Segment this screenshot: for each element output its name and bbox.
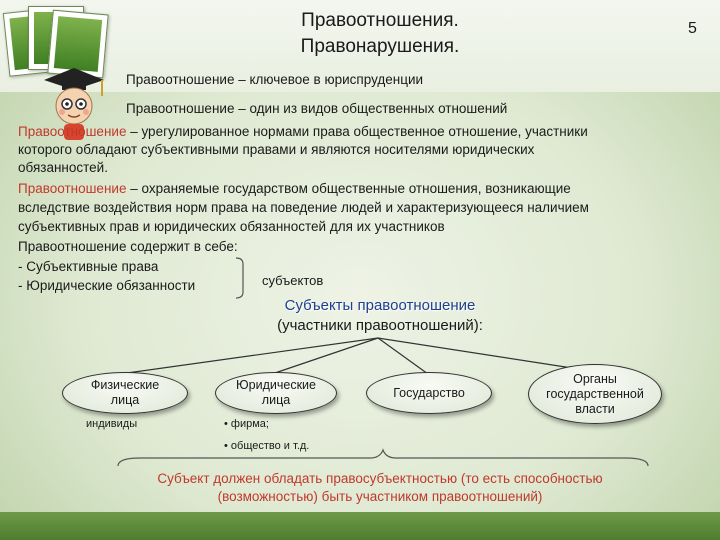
node-authorities-line1: Органы <box>573 371 617 386</box>
text-line-key: Правоотношение – ключевое в юриспруденци… <box>126 72 424 87</box>
definition-2-line2: вследствие воздействия норм права на пов… <box>18 200 589 215</box>
node-physical-line2: лица <box>110 393 140 407</box>
definition-1: Правоотношение – урегулированное нормами… <box>18 124 588 139</box>
node-legal-line2: лица <box>261 393 291 407</box>
footer-band <box>0 512 720 540</box>
subjects-title-line2: (участники правоотношений): <box>277 317 483 334</box>
footer-brace-shape <box>117 448 649 467</box>
connector-legal <box>271 337 379 375</box>
header-band <box>0 0 720 92</box>
connector-physical <box>119 337 379 375</box>
page-number: 5 <box>688 20 697 37</box>
list-item-rights: - Субъективные права <box>18 259 159 274</box>
brace-label: субъектов <box>262 273 324 288</box>
footer-statement: Субъект должен обладать правосубъектност… <box>110 470 650 506</box>
definition-2-text: – охраняемые государством общественные о… <box>126 181 571 196</box>
list-item-duties: - Юридические обязанности <box>18 278 196 293</box>
node-authorities-line3: власти <box>575 401 615 416</box>
node-physical-line1: Физические <box>90 378 160 392</box>
node-state: Государство <box>366 372 492 414</box>
slide-title: Правоотношения. Правонарушения. <box>260 8 500 60</box>
node-legal-line1: Юридические <box>236 378 316 392</box>
slide-title-line2: Правонарушения. <box>300 36 460 57</box>
definition-2-line3: субъективных прав и юридических обязанно… <box>18 219 445 234</box>
text-line-kind: Правоотношение – один из видов обществен… <box>126 101 508 116</box>
photo-frames-decoration <box>2 4 116 84</box>
connector-authorities <box>377 337 586 371</box>
definition-1-text: – урегулированное нормами права обществе… <box>126 124 588 139</box>
slide-title-line1: Правоотношения. <box>301 10 459 31</box>
node-authorities-line2: государственной <box>546 386 644 401</box>
definition-2: Правоотношение – охраняемые государством… <box>18 181 571 196</box>
subjects-title-line1: Субъекты правоотношение <box>284 297 476 314</box>
subjects-title: Субъекты правоотношение (участники право… <box>240 296 520 336</box>
definition-2-term: Правоотношение <box>18 181 127 196</box>
note-individuals: индивиды <box>86 418 138 430</box>
graduate-mascot-icon <box>44 68 104 140</box>
right-brace-shape <box>235 257 244 299</box>
note-society: • общество и т.д. <box>224 440 310 452</box>
footer-line2: (возможностью) быть участником правоотно… <box>217 489 543 504</box>
connector-state <box>377 337 429 375</box>
node-state-label: Государство <box>393 385 465 400</box>
note-firm: • фирма; <box>224 418 269 430</box>
footer-line1: Субъект должен обладать правосубъектност… <box>157 471 603 486</box>
definition-1-term: Правоотношение <box>18 124 127 139</box>
definition-1-line2: которого обладают субъективными правами … <box>18 142 535 157</box>
contains-heading: Правоотношение содержит в себе: <box>18 239 238 254</box>
definition-1-line3: обязанностей. <box>18 160 108 175</box>
